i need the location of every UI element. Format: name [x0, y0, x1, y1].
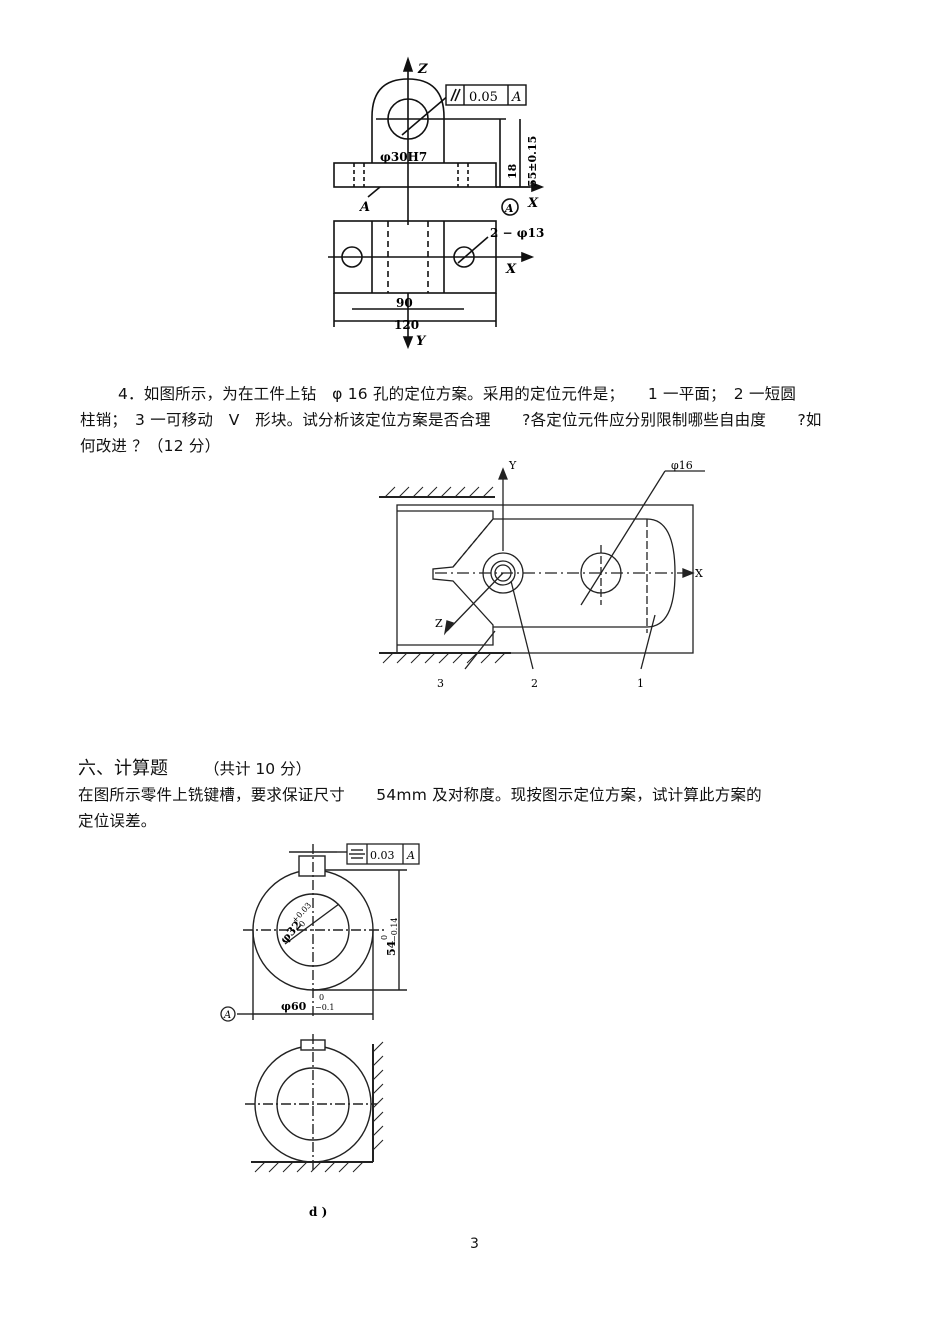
- dim-bore-lower: 0: [297, 919, 307, 929]
- label-3: 3: [437, 677, 444, 690]
- dim-54: 54: [385, 940, 398, 956]
- figure-bracket-drawing: 0.05 A Z φ30H7 18 55±0.15 X A A 2 − φ13 …: [328, 56, 544, 350]
- tol-value: 0.03: [370, 849, 395, 862]
- dim-60-upper: 0: [319, 993, 324, 1002]
- tol-datum: A: [406, 849, 415, 862]
- label-x: X: [527, 196, 539, 211]
- dim-bore: φ30H7: [380, 150, 427, 164]
- parallelism-symbol: [450, 88, 461, 102]
- datum-a: A: [223, 1010, 231, 1021]
- section6-line1: 在图所示零件上铣键槽，要求保证尺寸 54mm 及对称度。现按图示定位方案，试计算…: [78, 786, 762, 804]
- dim-60: φ60: [281, 1000, 307, 1013]
- dim-holes: 2 − φ13: [490, 226, 544, 240]
- figure-caption: d ): [309, 1205, 327, 1219]
- label-z: Z: [417, 62, 428, 77]
- tol-value: 0.05: [469, 90, 498, 105]
- label-x: X: [695, 567, 703, 580]
- dim-18: 18: [506, 163, 519, 179]
- label-2: 2: [531, 677, 538, 690]
- figure-ring-drawing: 0.03 A φ32 +0.03 0 54 0 −0.14 φ60 0 −0.1…: [220, 843, 420, 1219]
- page-number: 3: [470, 1236, 479, 1252]
- section6-heading: 六、计算题 （共计 10 分）: [78, 754, 311, 780]
- section6-points: （共计 10 分）: [204, 760, 312, 778]
- dim-54-lower: −0.14: [390, 917, 399, 942]
- symmetry-symbol: [349, 849, 365, 859]
- question4-line2: 柱销； 3 一可移动 V 形块。试分析该定位方案是否合理 ?各定位元件应分别限制…: [80, 411, 822, 429]
- label-z: Z: [435, 617, 443, 630]
- label-x2: X: [505, 262, 517, 277]
- tol-datum: A: [511, 90, 521, 105]
- label-phi16: φ16: [671, 459, 693, 472]
- figure-fixture-drawing: Y X Z φ16 3 2 1: [379, 459, 705, 690]
- dim-120: 120: [394, 318, 419, 332]
- question4-line1: 4．如图所示，为在工件上钻 φ 16 孔的定位方案。采用的定位元件是； 1 一平…: [118, 385, 797, 403]
- label-a: A: [358, 200, 370, 215]
- datum-a-circled: A: [504, 202, 514, 215]
- section6-title: 六、计算题: [78, 758, 168, 779]
- section6-text: 在图所示零件上铣键槽，要求保证尺寸 54mm 及对称度。现按图示定位方案，试计算…: [78, 782, 878, 834]
- section6-line2: 定位误差。: [78, 812, 157, 830]
- dim-54-upper: 0: [380, 935, 389, 940]
- label-y: Y: [416, 334, 427, 349]
- dim-90: 90: [396, 296, 413, 310]
- dim-55: 55±0.15: [526, 136, 539, 187]
- label-1: 1: [637, 677, 644, 690]
- question4-text: 4．如图所示，为在工件上钻 φ 16 孔的定位方案。采用的定位元件是； 1 一平…: [80, 381, 880, 459]
- label-y: Y: [508, 459, 517, 472]
- question4-line3: 何改进 ？（12 分）: [80, 437, 221, 455]
- dim-60-lower: −0.1: [315, 1003, 334, 1012]
